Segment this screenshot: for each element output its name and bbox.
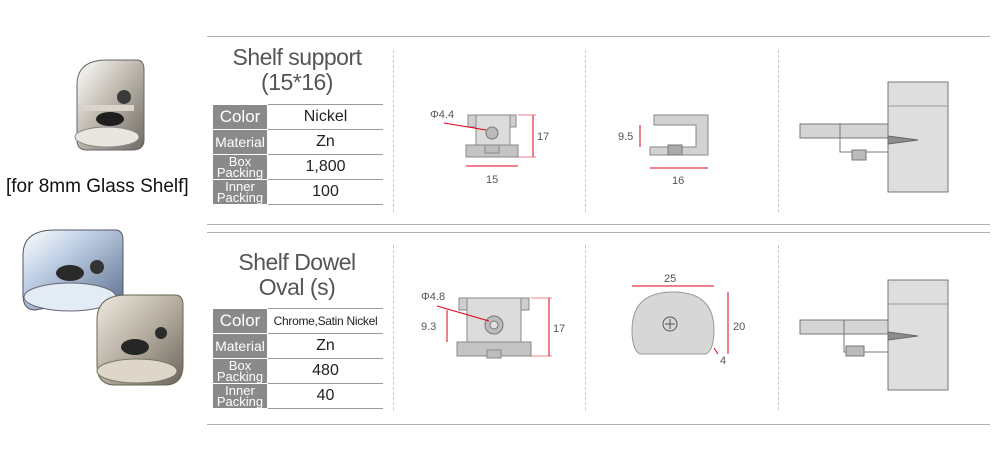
- spec-key: Material: [213, 333, 268, 359]
- spec-key: Box Packing: [213, 358, 268, 384]
- spec-key: Color: [213, 104, 268, 130]
- spec-row-inner-packing: Inner Packing 40: [213, 383, 383, 409]
- width-label: 16: [672, 175, 684, 187]
- spec-key: Box Packing: [213, 154, 268, 180]
- spec-value: 480: [267, 358, 383, 384]
- height-label: 20: [733, 321, 745, 333]
- spec-table: Color Chrome,Satin Nickel Material Zn Bo…: [213, 308, 383, 409]
- spec-value: 1,800: [267, 154, 383, 180]
- front-view-drawing: Φ4.8 9.3 17: [421, 291, 565, 359]
- hole-diameter-label: Φ4.8: [421, 291, 445, 303]
- spec-row-color: Color Nickel: [213, 104, 383, 130]
- glass-shelf-caption: [for 8mm Glass Shelf]: [6, 176, 189, 197]
- shelf-dowel-photo: [22, 229, 184, 386]
- spec-value: Zn: [267, 333, 383, 359]
- product-title: Shelf support (15*16): [214, 45, 380, 95]
- divider: [393, 50, 394, 212]
- installation-drawing: [799, 279, 949, 391]
- divider: [393, 245, 394, 410]
- spec-row-box-packing: Box Packing 480: [213, 358, 383, 384]
- side-view-drawing: 9.5 16: [618, 114, 709, 187]
- width-label: 25: [664, 273, 676, 285]
- spec-value: Zn: [267, 129, 383, 155]
- spec-value: Nickel: [267, 104, 383, 130]
- height-label: 17: [553, 323, 565, 335]
- divider: [585, 245, 586, 410]
- top-rule: [207, 36, 990, 37]
- spec-value: 100: [267, 179, 383, 205]
- hole-diameter-label: Φ4.4: [430, 109, 454, 121]
- gap-label: 9.5: [618, 131, 633, 143]
- product-title: Shelf Dowel Oval (s): [214, 250, 380, 300]
- title-line-2: Oval (s): [258, 274, 336, 300]
- divider: [778, 50, 779, 212]
- spec-key: Inner Packing: [213, 383, 268, 409]
- spec-value: Chrome,Satin Nickel: [267, 308, 383, 334]
- spec-table: Color Nickel Material Zn Box Packing 1,8…: [213, 104, 383, 205]
- spec-value: 40: [267, 383, 383, 409]
- section-rule: [207, 232, 990, 233]
- spec-key: Material: [213, 129, 268, 155]
- spec-row-inner-packing: Inner Packing 100: [213, 179, 383, 205]
- gap-label: 9.3: [421, 321, 436, 333]
- oval-view-drawing: 25 20 4: [631, 273, 745, 367]
- width-label: 15: [486, 174, 498, 186]
- title-line-2: (15*16): [261, 69, 333, 95]
- spec-row-material: Material Zn: [213, 333, 383, 359]
- divider: [585, 50, 586, 212]
- foot-label: 4: [720, 355, 726, 367]
- spec-key: Inner Packing: [213, 179, 268, 205]
- spec-row-material: Material Zn: [213, 129, 383, 155]
- title-line-1: Shelf support: [232, 44, 362, 70]
- section-rule: [207, 224, 990, 225]
- divider: [778, 245, 779, 410]
- bottom-rule: [207, 424, 990, 425]
- front-view-drawing: Φ4.4 15 17: [430, 109, 549, 186]
- spec-key: Color: [213, 308, 268, 334]
- height-label: 17: [537, 131, 549, 143]
- title-line-1: Shelf Dowel: [238, 249, 356, 275]
- shelf-support-photo: [74, 59, 145, 151]
- spec-row-box-packing: Box Packing 1,800: [213, 154, 383, 180]
- spec-row-color: Color Chrome,Satin Nickel: [213, 308, 383, 334]
- installation-drawing: [799, 81, 949, 193]
